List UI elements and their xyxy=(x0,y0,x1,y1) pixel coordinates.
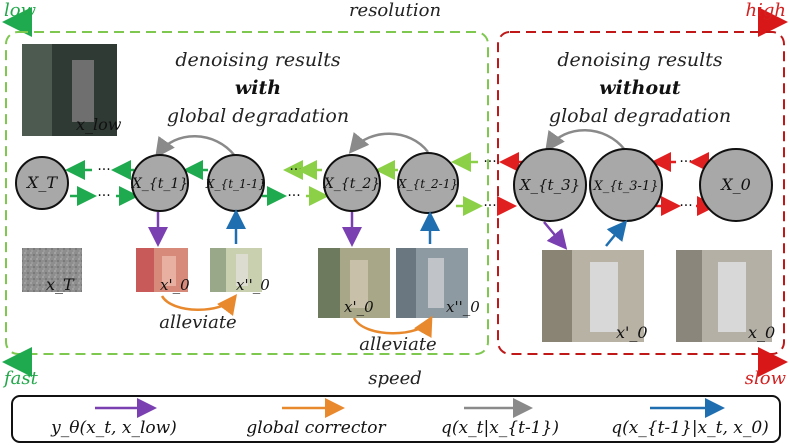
node-X-t3: X_{t_3} xyxy=(513,148,587,222)
label-x-low: x_low xyxy=(76,115,122,134)
image-x-T: x_T xyxy=(22,248,82,294)
node-X-T-label: X_T xyxy=(25,173,58,192)
node-X-t1-1: X_{t_1-1} xyxy=(205,154,266,212)
svg-text:···: ··· xyxy=(483,198,496,214)
panel-with-keyword: with xyxy=(235,77,281,99)
label-x0: x_0 xyxy=(748,323,775,342)
axis-high-label: high xyxy=(746,0,786,21)
panel-with-subtitle: global degradation xyxy=(167,105,349,127)
svg-text:···: ··· xyxy=(287,188,300,204)
node-X-t2-1-label: X_{t_2-1} xyxy=(397,177,458,191)
corrector-curve-2 xyxy=(352,315,433,338)
legend-label-forward: q(x_t|x_{t-1}) xyxy=(441,418,559,438)
svg-text:···: ··· xyxy=(679,154,692,170)
image-x-low: x_low xyxy=(22,44,122,136)
image-x0-prime-1: x'_0 xyxy=(136,248,190,294)
panel-without-subtitle: global degradation xyxy=(549,105,731,127)
svg-text:···: ··· xyxy=(483,154,496,170)
image-x0-prime-2: x'_0 xyxy=(318,248,390,318)
axis-speed-label: speed xyxy=(368,368,422,389)
node-X-T: X_T xyxy=(15,156,69,210)
label-x0-prime-1: x'_0 xyxy=(160,276,190,294)
node-X-t1-1-label: X_{t_1-1} xyxy=(205,177,266,191)
image-x0-prime-3: x'_0 xyxy=(542,250,648,342)
legend: y_θ(x_t, x_low) global corrector q(x_t|x… xyxy=(11,395,781,443)
axis-resolution-label: resolution xyxy=(349,0,441,21)
label-x0-prime-2: x'_0 xyxy=(344,298,374,316)
label-x0-dprime-1: x''_0 xyxy=(236,276,270,294)
arc-forward-3 xyxy=(545,129,626,153)
alleviate-label-1: alleviate xyxy=(159,312,236,333)
panel-with-border xyxy=(5,31,489,355)
image-x0: x_0 xyxy=(676,250,775,342)
svg-text:···: ··· xyxy=(97,162,110,178)
axis-low-label: low xyxy=(4,0,37,21)
panel-with-title: denoising results xyxy=(175,49,340,71)
alleviate-label-2: alleviate xyxy=(359,334,436,355)
arrow-predict-3 xyxy=(543,221,568,250)
arc-forward-2 xyxy=(348,132,429,154)
legend-label-corrector: global corrector xyxy=(246,418,386,438)
node-X-0: X_0 xyxy=(699,148,773,222)
node-X-t2-1: X_{t_2-1} xyxy=(397,152,459,214)
axis-fast-label: fast xyxy=(2,368,39,389)
arc-forward-1 xyxy=(155,135,236,159)
node-X-0-label: X_0 xyxy=(719,175,751,194)
corrector-curve-1 xyxy=(160,294,238,316)
node-X-t1-label: X_{t_1} xyxy=(131,176,188,192)
node-X-t1: X_{t_1} xyxy=(131,154,189,212)
node-X-t2-label: X_{t_2} xyxy=(323,176,380,192)
speed-axis: fast speed slow xyxy=(2,347,788,389)
node-X-t2: X_{t_2} xyxy=(323,154,381,212)
chain-bottom-arrows: ··· ··· ··· ··· xyxy=(70,186,717,216)
legend-label-predict: y_θ(x_t, x_low) xyxy=(50,418,177,438)
panel-without-keyword: without xyxy=(599,77,681,99)
resolution-axis: low resolution high xyxy=(2,0,788,37)
image-x0-dprime-2: x''_0 xyxy=(396,248,480,318)
svg-text:···: ··· xyxy=(679,198,692,214)
legend-label-posterior: q(x_{t-1}|x_t, x_0) xyxy=(611,418,769,438)
label-x-T: x_T xyxy=(46,275,75,294)
label-x0-prime-3: x'_0 xyxy=(616,323,648,342)
image-x0-dprime-1: x''_0 xyxy=(210,248,270,294)
arrow-posterior-3 xyxy=(605,220,628,247)
panel-without-title: denoising results xyxy=(557,49,722,71)
svg-text:···: ··· xyxy=(97,188,110,204)
node-X-t3-label: X_{t_3} xyxy=(519,176,580,194)
axis-slow-label: slow xyxy=(745,368,787,389)
label-x0-dprime-2: x''_0 xyxy=(446,298,480,316)
node-X-t3-1-label: X_{t_3-1} xyxy=(593,179,659,194)
node-X-t3-1: X_{t_3-1} xyxy=(589,148,663,222)
svg-text:···: ··· xyxy=(289,162,302,178)
